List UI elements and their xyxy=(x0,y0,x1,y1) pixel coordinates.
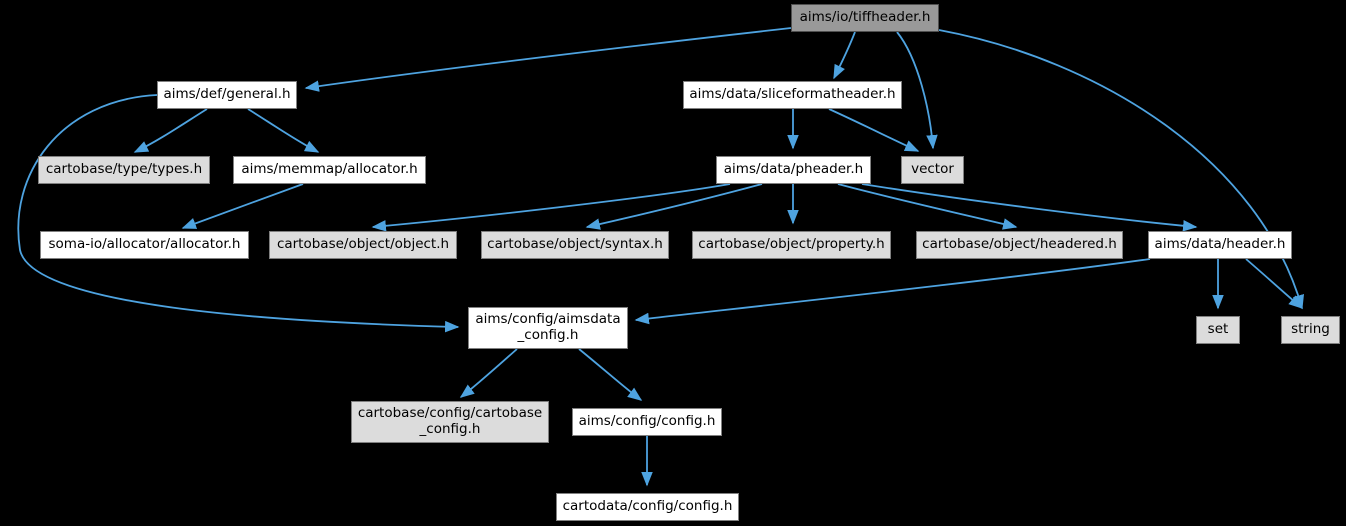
graph-node-label: aims/data/pheader.h xyxy=(723,161,864,178)
graph-node-label: string xyxy=(1291,321,1330,338)
graph-edge xyxy=(578,348,643,401)
graph-node-label: cartobase/object/property.h xyxy=(698,236,885,253)
graph-edge xyxy=(634,258,1151,325)
graph-node-label: aims/io/tiffheader.h xyxy=(799,9,931,26)
graph-node-pheader[interactable]: aims/data/pheader.h xyxy=(716,156,871,184)
graph-node-label: cartobase/config/cartobase _config.h xyxy=(357,405,543,437)
graph-edge xyxy=(17,94,460,333)
graph-edge xyxy=(833,31,856,80)
graph-node-label: soma-io/allocator/allocator.h xyxy=(48,236,241,253)
graph-node-label: aims/config/config.h xyxy=(578,413,716,430)
graph-node-memmapalloc[interactable]: aims/memmap/allocator.h xyxy=(233,156,426,184)
graph-node-label: cartobase/object/syntax.h xyxy=(487,236,663,253)
graph-edge xyxy=(304,27,792,92)
graph-edge xyxy=(938,29,1304,310)
graph-node-label: aims/def/general.h xyxy=(163,86,291,103)
graph-node-headered[interactable]: cartobase/object/headered.h xyxy=(916,231,1123,259)
graph-node-general[interactable]: aims/def/general.h xyxy=(157,81,297,109)
graph-node-header[interactable]: aims/data/header.h xyxy=(1148,231,1292,259)
graph-node-label: cartodata/config/config.h xyxy=(562,498,733,515)
graph-edge xyxy=(181,183,304,229)
graph-edge xyxy=(896,31,938,150)
graph-edge xyxy=(247,108,320,153)
graph-node-label: cartobase/object/object.h xyxy=(276,236,450,253)
graph-node-syntax[interactable]: cartobase/object/syntax.h xyxy=(481,231,669,259)
graph-node-label: aims/config/aimsdata _config.h xyxy=(475,311,621,343)
graph-node-label: aims/data/sliceformatheader.h xyxy=(689,86,896,103)
graph-node-object[interactable]: cartobase/object/object.h xyxy=(269,231,457,259)
graph-node-cartobaseconfig[interactable]: cartobase/config/cartobase _config.h xyxy=(351,401,549,443)
graph-node-label: aims/data/header.h xyxy=(1154,236,1286,253)
graph-edge xyxy=(837,183,1018,230)
graph-edge xyxy=(861,183,1198,232)
graph-node-cartodataconfig[interactable]: cartodata/config/config.h xyxy=(556,493,739,521)
graph-node-aimsdataconfig[interactable]: aims/config/aimsdata _config.h xyxy=(468,307,628,349)
graph-edge xyxy=(1245,258,1304,309)
graph-node-label: set xyxy=(1207,321,1229,338)
graph-node-label: cartobase/object/headered.h xyxy=(922,236,1117,253)
graph-node-tiffheader[interactable]: aims/io/tiffheader.h xyxy=(791,4,939,32)
graph-node-property[interactable]: cartobase/object/property.h xyxy=(692,231,891,259)
graph-node-aimsconfig[interactable]: aims/config/config.h xyxy=(572,408,722,436)
graph-edge xyxy=(133,108,208,153)
graph-edge xyxy=(459,348,518,398)
graph-node-somaalloc[interactable]: soma-io/allocator/allocator.h xyxy=(40,231,249,259)
graph-edge xyxy=(585,183,763,230)
graph-node-label: aims/memmap/allocator.h xyxy=(241,161,418,178)
graph-edge xyxy=(371,183,731,232)
graph-node-sliceformat[interactable]: aims/data/sliceformatheader.h xyxy=(683,81,902,109)
graph-edge xyxy=(828,108,920,152)
graph-node-string[interactable]: string xyxy=(1281,316,1340,344)
graph-node-label: vector xyxy=(911,161,954,178)
graph-node-vector[interactable]: vector xyxy=(901,156,964,184)
graph-node-set[interactable]: set xyxy=(1196,316,1240,344)
graph-node-label: cartobase/type/types.h xyxy=(45,161,203,178)
graph-node-types[interactable]: cartobase/type/types.h xyxy=(38,156,210,184)
